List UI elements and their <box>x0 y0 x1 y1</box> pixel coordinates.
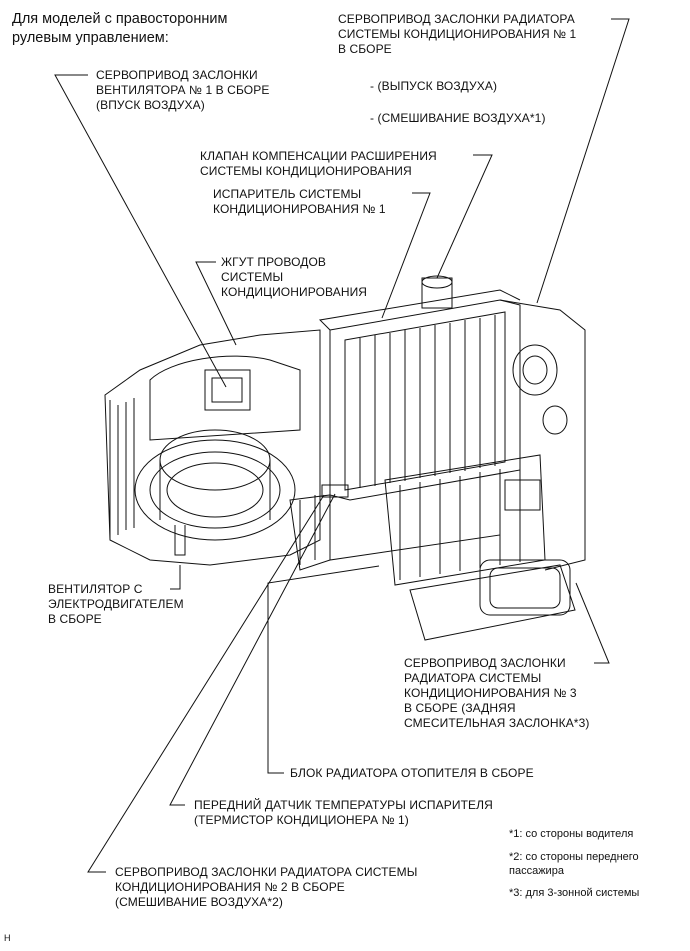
label-line: СИСТЕМЫ КОНДИЦИОНИРОВАНИЯ <box>200 164 412 178</box>
label-line: ЭЛЕКТРОДВИГАТЕЛЕМ <box>48 597 184 611</box>
evaporator-core-drawing <box>329 275 521 561</box>
front-section-drawing <box>289 484 349 571</box>
heading-line-2: рулевым управлением: <box>12 30 169 46</box>
label-line: КОНДИЦИОНИРОВАНИЯ № 3 <box>404 686 577 700</box>
label-evaporator: ИСПАРИТЕЛЬ СИСТЕМЫ КОНДИЦИОНИРОВАНИЯ № 1 <box>213 187 386 217</box>
label-line: СЕРВОПРИВОД ЗАСЛОНКИ РАДИАТОРА СИСТЕМЫ <box>115 865 418 879</box>
label-line: ИСПАРИТЕЛЬ СИСТЕМЫ <box>213 187 362 201</box>
figure-code: H <box>4 933 11 943</box>
footnote-3: *3: для 3-зонной системы <box>509 887 640 899</box>
label-line: ВЕНТИЛЯТОРА № 1 В СБОРЕ <box>96 83 270 97</box>
heading-line-1: Для моделей с правосторонним <box>12 11 228 27</box>
label-air-mix-1: - (СМЕШИВАНИЕ ВОЗДУХА*1) <box>370 111 546 125</box>
label-line: СМЕСИТЕЛЬНАЯ ЗАСЛОНКА*3) <box>404 716 590 730</box>
label-line: ВЕНТИЛЯТОР С <box>48 582 143 596</box>
label-damper-servo-3: СЕРВОПРИВОД ЗАСЛОНКИ РАДИАТОРА СИСТЕМЫ К… <box>404 656 589 731</box>
label-line: ПЕРЕДНИЙ ДАТЧИК ТЕМПЕРАТУРЫ ИСПАРИТЕЛЯ <box>194 798 493 812</box>
label-damper-servo-1-radiator: СЕРВОПРИВОД ЗАСЛОНКИ РАДИАТОРА СИСТЕМЫ К… <box>338 12 576 57</box>
label-line: ЖГУТ ПРОВОДОВ <box>221 255 327 269</box>
label-line: СЕРВОПРИВОД ЗАСЛОНКИ <box>96 68 258 82</box>
label-line: В СБОРЕ (ЗАДНЯЯ <box>404 701 516 715</box>
footnote-2-line-2: пассажира <box>509 865 564 877</box>
label-line: КЛАПАН КОМПЕНСАЦИИ РАСШИРЕНИЯ <box>200 149 437 163</box>
blower-housing-drawing <box>104 329 321 566</box>
label-expansion-valve: КЛАПАН КОМПЕНСАЦИИ РАСШИРЕНИЯ СИСТЕМЫ КО… <box>200 149 437 179</box>
diagram-heading: Для моделей с правосторонним рулевым упр… <box>12 10 227 48</box>
label-line: КОНДИЦИОНИРОВАНИЯ <box>221 285 368 299</box>
right-duct-drawing <box>318 289 586 571</box>
footnote-2-line-1: *2: со стороны переднего <box>509 851 639 863</box>
label-line: СЕРВОПРИВОД ЗАСЛОНКИ РАДИАТОРА <box>338 12 575 26</box>
label-line: КОНДИЦИОНИРОВАНИЯ № 2 В СБОРЕ <box>115 880 345 894</box>
label-damper-servo-2: СЕРВОПРИВОД ЗАСЛОНКИ РАДИАТОРА СИСТЕМЫ К… <box>115 865 417 910</box>
leader-lines <box>54 18 630 873</box>
label-line: В СБОРЕ <box>48 612 102 626</box>
label-heater-radiator: БЛОК РАДИАТОРА ОТОПИТЕЛЯ В СБОРЕ <box>290 766 534 781</box>
label-line: БЛОК РАДИАТОРА ОТОПИТЕЛЯ В СБОРЕ <box>290 766 534 780</box>
label-line: В СБОРЕ <box>338 42 392 56</box>
label-line: (ТЕРМИСТОР КОНДИЦИОНЕРА № 1) <box>194 813 409 827</box>
label-blower-motor: ВЕНТИЛЯТОР С ЭЛЕКТРОДВИГАТЕЛЕМ В СБОРЕ <box>48 582 184 627</box>
label-line: СЕРВОПРИВОД ЗАСЛОНКИ <box>404 656 566 670</box>
heater-core-drawing <box>384 454 576 641</box>
label-line: СИСТЕМЫ <box>221 270 284 284</box>
label-blower-servo-1: СЕРВОПРИВОД ЗАСЛОНКИ ВЕНТИЛЯТОРА № 1 В С… <box>96 68 269 113</box>
footnote-1: *1: со стороны водителя <box>509 828 634 840</box>
label-temp-sensor: ПЕРЕДНИЙ ДАТЧИК ТЕМПЕРАТУРЫ ИСПАРИТЕЛЯ (… <box>194 798 493 828</box>
label-line: СИСТЕМЫ КОНДИЦИОНИРОВАНИЯ № 1 <box>338 27 577 41</box>
label-air-outlet: - (ВЫПУСК ВОЗДУХА) <box>370 79 498 93</box>
label-line: КОНДИЦИОНИРОВАНИЯ № 1 <box>213 202 386 216</box>
label-line: РАДИАТОРА СИСТЕМЫ <box>404 671 542 685</box>
label-line: (СМЕШИВАНИЕ ВОЗДУХА*2) <box>115 895 284 909</box>
label-wire-harness: ЖГУТ ПРОВОДОВ СИСТЕМЫ КОНДИЦИОНИРОВАНИЯ <box>221 255 367 300</box>
label-line: (ВПУСК ВОЗДУХА) <box>96 98 205 112</box>
